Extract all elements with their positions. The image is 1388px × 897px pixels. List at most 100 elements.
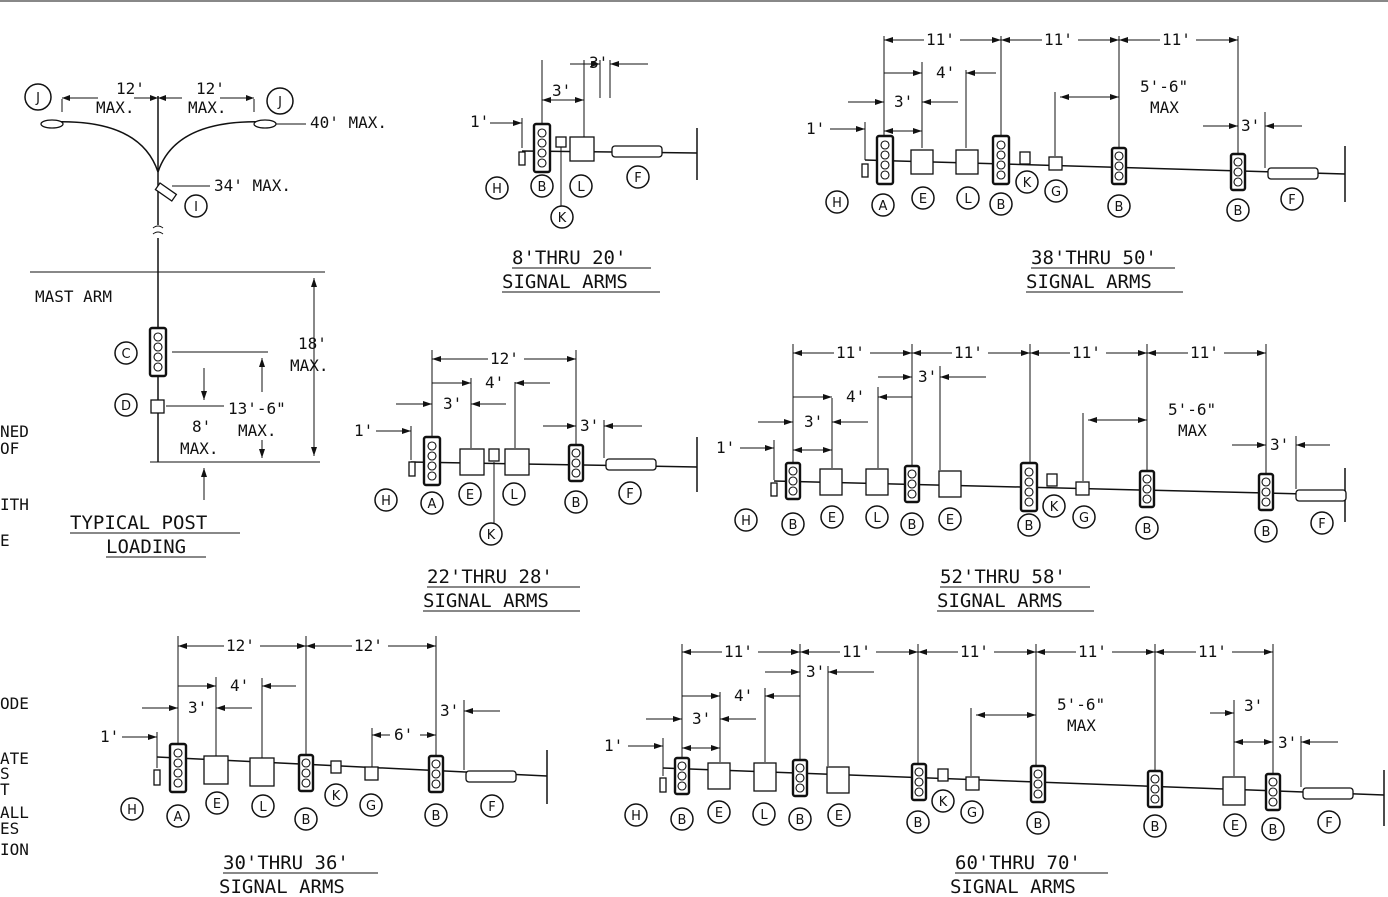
callout-letter: I: [194, 200, 198, 215]
signal-head-icon: [1019, 461, 1039, 513]
post-8-max: MAX.: [180, 439, 219, 458]
callout-bubble: [1226, 198, 1250, 222]
post-arm-left-max: MAX.: [96, 98, 135, 117]
callout-bubble: [530, 174, 554, 198]
right-luminaire: [253, 119, 277, 129]
callout-letter: A: [879, 199, 888, 214]
signal-head-icon: [910, 762, 928, 802]
dimension-label: SIGNAL ARMS: [937, 590, 1063, 612]
margin-note-7: S: [0, 764, 10, 783]
callout-bubble: [827, 803, 851, 827]
callout-letter: E: [919, 192, 927, 207]
right-luminaire-arm: [157, 120, 269, 173]
signal-head-icon: [673, 756, 691, 796]
dim-1: 1': [470, 112, 489, 131]
signal-head-icon: [1264, 772, 1282, 812]
margin-note-8: T: [0, 780, 10, 799]
margin-note-2: OF: [0, 439, 19, 458]
callout-letter: E: [1231, 819, 1239, 834]
callout-bubble: [502, 482, 526, 506]
signal-arm-60-70: 11' 11' 11' 11' 11' 3' 4' 3' 1' 5'-6" MA…: [604, 642, 1385, 897]
dimension-label: 1': [806, 119, 825, 138]
dimension-label: 22'THRU 28': [427, 566, 553, 588]
signal-head-icon: [1110, 146, 1128, 186]
callout-letter: B: [997, 198, 1006, 213]
callout-bubble: [1310, 511, 1334, 535]
dimension-label: 3': [692, 709, 711, 728]
signal-head-icon: [791, 758, 809, 798]
callout-letter: B: [1269, 823, 1278, 838]
callout-bubble: [825, 190, 849, 214]
callout-bubble: [1017, 513, 1041, 537]
callout-letter: B: [1143, 522, 1152, 537]
callout-letter: G: [967, 806, 977, 821]
dimension-label: 11': [1072, 343, 1101, 362]
signal-head-icon: [422, 435, 442, 487]
margin-note-11: ION: [0, 840, 29, 859]
dimension-label: 3': [188, 698, 207, 717]
dimension-label: 3': [804, 412, 823, 431]
left-margin-notes: NED OF ITH E ODE ATE S T ALL ES ION: [0, 422, 29, 859]
callout-bubble: [166, 804, 190, 828]
callout-letter: H: [492, 182, 502, 197]
signal-head-icon: [784, 461, 802, 501]
dimension-label: 5'-6": [1168, 400, 1216, 419]
callout-bubble: [374, 488, 398, 512]
margin-note-5: ODE: [0, 694, 29, 713]
callout-letter: E: [828, 511, 836, 526]
callout-letter: K: [487, 528, 496, 543]
signal-arm-8-20: 1' 3' 3' H B L F K 8'THRU 20' SIGNAL ARM…: [470, 53, 698, 293]
callout-bubble: [294, 807, 318, 831]
callout-bubble: [1223, 813, 1247, 837]
dimension-label: 3': [440, 701, 459, 720]
callout-bubble: [820, 505, 844, 529]
signal-head-icon: [903, 464, 921, 504]
left-luminaire: [40, 119, 64, 129]
dimension-label: 11': [842, 642, 871, 661]
callout-letter: D: [121, 399, 131, 414]
signal-head-icon: [991, 134, 1011, 186]
signal-head-icon: [532, 122, 552, 174]
callout-letter: B: [1025, 519, 1034, 534]
callout-letter: K: [332, 789, 341, 804]
dimension-label: 11': [836, 343, 865, 362]
title-8-20-line2: SIGNAL ARMS: [502, 271, 628, 293]
break-mark: [152, 225, 164, 235]
margin-note-4: E: [0, 531, 10, 550]
dimension-label: 1': [716, 438, 735, 457]
left-luminaire-arm: [49, 120, 159, 173]
callout-bubble: [788, 807, 812, 831]
signal-head-icon: [875, 134, 895, 186]
dimension-label: 6': [394, 725, 413, 744]
dim-3: 3': [552, 81, 571, 100]
title-8-20-line1: 8'THRU 20': [512, 247, 626, 269]
post-bubbles: J J I C D: [24, 83, 294, 417]
callout-letter: F: [1318, 517, 1325, 532]
dimension-label: MAX: [1178, 421, 1207, 440]
dimension-label: SIGNAL ARMS: [1026, 271, 1152, 293]
dimension-label: 3': [1244, 696, 1263, 715]
dimension-label: 4': [485, 373, 504, 392]
signal-head-icon: [1029, 764, 1047, 804]
dimension-label: 3': [580, 416, 599, 435]
dimension-label: 4': [734, 686, 753, 705]
callout-bubble: [359, 793, 383, 817]
callout-letter: E: [466, 488, 474, 503]
callout-bubble: [1044, 179, 1068, 203]
callout-letter: B: [914, 816, 923, 831]
callout-bubble: [956, 186, 980, 210]
dimension-label: 11': [926, 30, 955, 49]
callout-letter: A: [428, 497, 437, 512]
callout-bubble: [564, 490, 588, 514]
dimension-label: MAX: [1067, 716, 1096, 735]
callout-bubble: [550, 205, 574, 229]
callout-letter: H: [127, 803, 137, 818]
post-13-max: MAX.: [238, 421, 277, 440]
callout-bubble: [120, 797, 144, 821]
callout-letter: B: [572, 496, 581, 511]
callout-bubble: [184, 194, 208, 218]
post-8-dim: 8': [192, 417, 211, 436]
callout-bubble: [618, 481, 642, 505]
callout-bubble: [752, 802, 776, 826]
